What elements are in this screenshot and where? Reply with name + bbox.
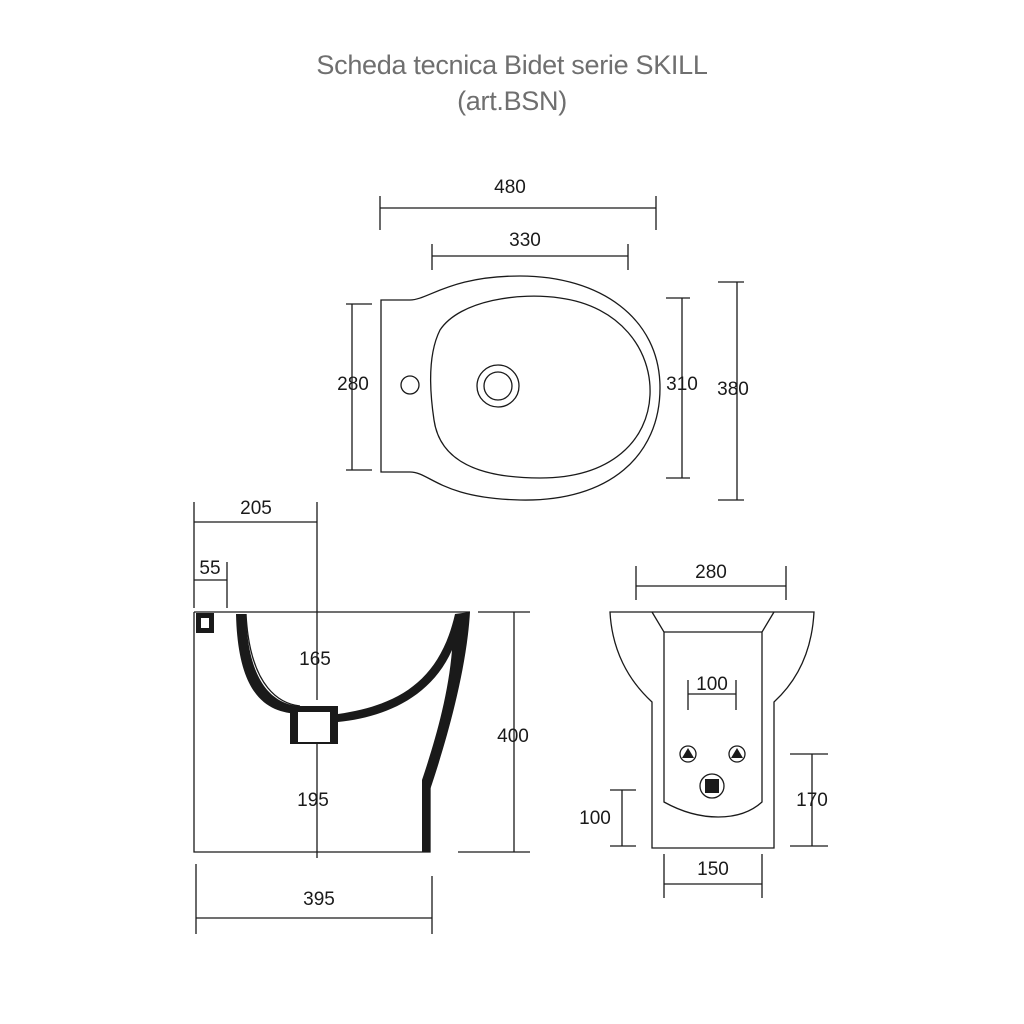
dim-label-150: 150 [697, 859, 729, 880]
dimension-inlet-spacing: 100 [687, 674, 737, 710]
dimension-width-rear: 280 [635, 562, 787, 600]
drain-outer [476, 364, 520, 408]
page-subtitle: (art.BSN) [457, 86, 567, 116]
dimension-depth-drain: 205 [193, 498, 318, 700]
page-title: Scheda tecnica Bidet serie SKILL [316, 50, 708, 80]
dim-label-310: 310 [666, 374, 698, 395]
dimension-width-bowl: 330 [431, 230, 629, 270]
dim-label-480: 480 [494, 177, 526, 198]
dimension-height-rim: 280 [337, 303, 372, 471]
dimension-length: 395 [195, 864, 433, 934]
dim-label-100-inlet: 100 [696, 674, 728, 695]
side-view: 205 55 165 195 400 [193, 498, 530, 934]
water-inlet-left [679, 745, 697, 763]
tap-hole [400, 375, 420, 395]
rear-view: 280 100 17 [579, 562, 828, 898]
dim-label-205: 205 [240, 498, 272, 519]
rear-view-outline [609, 611, 815, 849]
drain-bore [298, 712, 330, 742]
dim-label-395: 395 [303, 889, 335, 910]
dimension-height-base: 100 [579, 789, 636, 847]
dim-label-400: 400 [497, 726, 529, 747]
bowl-wall-right [338, 612, 470, 852]
dimension-height-total: 380 [717, 281, 749, 501]
drain-inner [483, 371, 513, 401]
dim-label-330: 330 [509, 230, 541, 251]
dimension-depth-fix: 55 [194, 558, 228, 608]
water-inlet-right [728, 745, 746, 763]
top-view: 480 330 280 310 [337, 177, 749, 501]
dim-label-280-rear: 280 [695, 562, 727, 583]
dim-label-195: 195 [297, 790, 329, 811]
dimension-width-total: 480 [379, 177, 657, 230]
dim-label-165: 165 [299, 649, 331, 670]
dimension-height-bowl: 310 [666, 297, 698, 479]
dim-label-100-base: 100 [579, 808, 611, 829]
rear-view-pedestal [651, 611, 775, 818]
top-view-bowl [429, 295, 651, 479]
waste-outlet [699, 773, 725, 799]
dim-label-380: 380 [717, 379, 749, 400]
top-view-outline [380, 275, 661, 501]
dimension-height: 400 [458, 611, 530, 853]
bowl-wall-left [236, 614, 298, 714]
bowl-inner-line [245, 613, 301, 707]
dim-label-280-top: 280 [337, 374, 369, 395]
dim-label-55: 55 [199, 558, 220, 579]
dim-label-170: 170 [796, 790, 828, 811]
dimension-width-base: 150 [663, 854, 763, 898]
fixing-slot [201, 618, 209, 628]
dimension-height-inlets: 170 [790, 753, 828, 847]
